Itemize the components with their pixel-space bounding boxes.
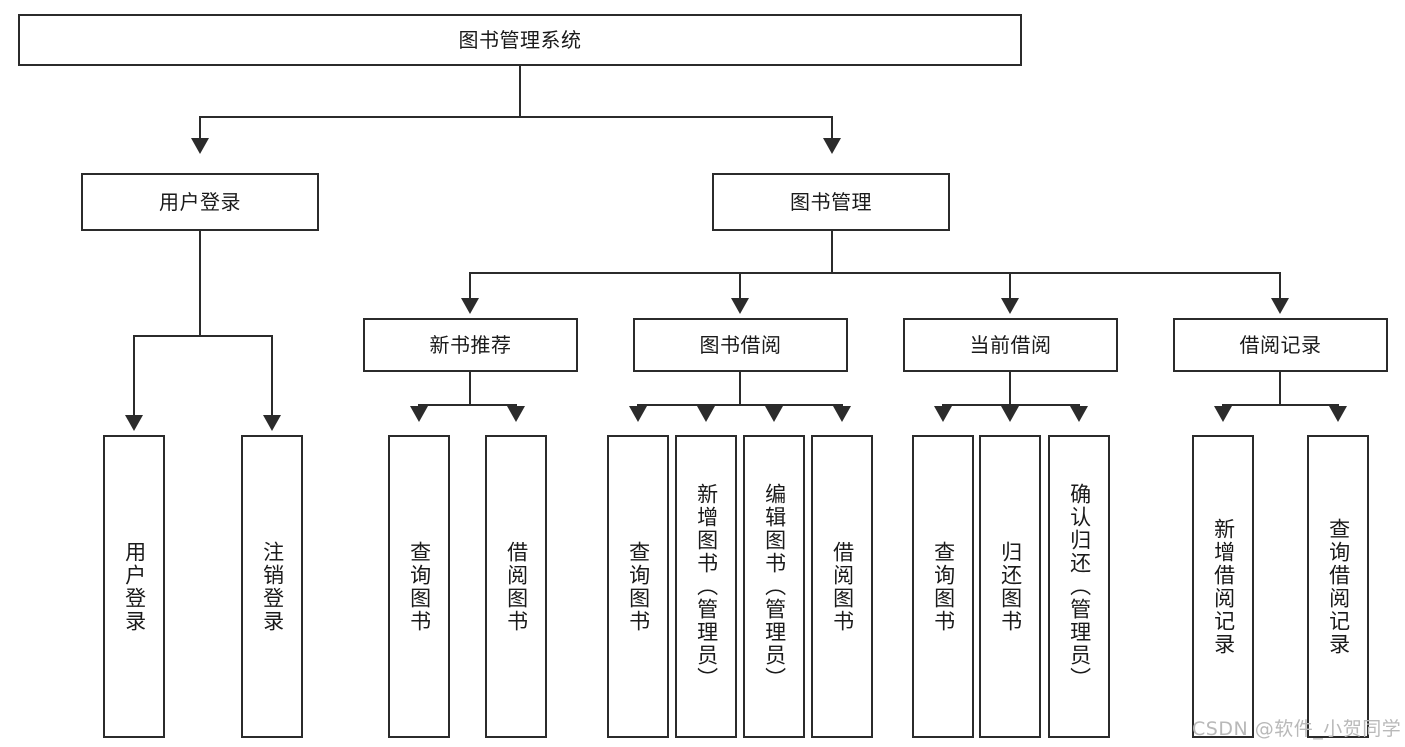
node-label: 图书管理	[790, 190, 872, 214]
arrowhead-root-to-user-login	[191, 138, 209, 154]
leaf-borrow-book-recommend[interactable]: 借阅图书	[485, 435, 547, 738]
node-label: 新增图书（管理员）	[694, 483, 719, 690]
node-label: 注销登录	[260, 540, 285, 633]
arrowhead-root-to-book-management	[823, 138, 841, 154]
connector-book-management-bus	[469, 272, 1281, 274]
arrowhead-cb-leaf-1	[934, 406, 952, 422]
arrowhead-bb-leaf-1	[629, 406, 647, 422]
arrowhead-bb-leaf-3	[765, 406, 783, 422]
leaf-user-login[interactable]: 用户登录	[103, 435, 165, 738]
node-label: 确认归还（管理员）	[1067, 483, 1092, 690]
arrowhead-bb-leaf-4	[833, 406, 851, 422]
connector-root-to-book-management	[831, 116, 833, 140]
arrowhead-cb-leaf-2	[1001, 406, 1019, 422]
connector-root-bus	[199, 116, 833, 118]
arrowhead-bm-to-borrow-record	[1271, 298, 1289, 314]
node-label: 借阅图书	[504, 540, 529, 633]
connector-book-borrow-stem	[739, 372, 741, 405]
node-current-borrow[interactable]: 当前借阅	[903, 318, 1118, 372]
leaf-borrow-book[interactable]: 借阅图书	[811, 435, 873, 738]
arrowhead-bm-to-current-borrow	[1001, 298, 1019, 314]
node-book-borrow[interactable]: 图书借阅	[633, 318, 848, 372]
connector-user-login-stem	[199, 231, 201, 336]
connector-bm-drop-1	[469, 272, 471, 300]
leaf-query-borrow-record[interactable]: 查询借阅记录	[1307, 435, 1369, 738]
node-label: 查询图书	[931, 540, 956, 633]
node-label: 用户登录	[159, 190, 241, 214]
leaf-return-book[interactable]: 归还图书	[979, 435, 1041, 738]
connector-current-borrow-stem	[1009, 372, 1011, 405]
arrowhead-bm-to-new-book	[461, 298, 479, 314]
node-borrow-record[interactable]: 借阅记录	[1173, 318, 1388, 372]
node-label: 图书借阅	[699, 333, 782, 357]
leaf-query-book-recommend[interactable]: 查询图书	[388, 435, 450, 738]
connector-book-borrow-bus	[637, 404, 843, 406]
connector-book-management-stem	[831, 231, 833, 273]
leaf-edit-book-admin[interactable]: 编辑图书（管理员）	[743, 435, 805, 738]
connector-new-book-stem	[469, 372, 471, 405]
connector-root-stem	[519, 66, 521, 117]
connector-current-borrow-bus	[942, 404, 1080, 406]
arrowhead-br-leaf-2	[1329, 406, 1347, 422]
node-label: 借阅图书	[830, 540, 855, 633]
leaf-query-book-current[interactable]: 查询图书	[912, 435, 974, 738]
connector-root-to-user-login	[199, 116, 201, 140]
arrowhead-user-login-leaf-2	[263, 415, 281, 431]
connector-bm-drop-3	[1009, 272, 1011, 300]
arrowhead-new-book-leaf-2	[507, 406, 525, 422]
leaf-add-book-admin[interactable]: 新增图书（管理员）	[675, 435, 737, 738]
leaf-logout[interactable]: 注销登录	[241, 435, 303, 738]
arrowhead-br-leaf-1	[1214, 406, 1232, 422]
arrowhead-bm-to-book-borrow	[731, 298, 749, 314]
node-label: 查询图书	[407, 540, 432, 633]
node-new-book-recommend[interactable]: 新书推荐	[363, 318, 578, 372]
leaf-confirm-return-admin[interactable]: 确认归还（管理员）	[1048, 435, 1110, 738]
arrowhead-new-book-leaf-1	[410, 406, 428, 422]
leaf-add-borrow-record[interactable]: 新增借阅记录	[1192, 435, 1254, 738]
connector-borrow-record-bus	[1222, 404, 1339, 406]
arrowhead-bb-leaf-2	[697, 406, 715, 422]
connector-user-login-drop-1	[133, 335, 135, 417]
node-root-book-management-system[interactable]: 图书管理系统	[18, 14, 1022, 66]
connector-user-login-drop-2	[271, 335, 273, 417]
node-label: 归还图书	[998, 540, 1023, 633]
node-label: 借阅记录	[1239, 333, 1322, 357]
node-label: 查询借阅记录	[1326, 517, 1351, 656]
node-label: 查询图书	[626, 540, 651, 633]
connector-bm-drop-4	[1279, 272, 1281, 300]
connector-user-login-bus	[133, 335, 273, 337]
node-label: 图书管理系统	[458, 28, 582, 52]
leaf-query-book-borrow[interactable]: 查询图书	[607, 435, 669, 738]
node-label: 用户登录	[122, 540, 147, 633]
node-label: 当前借阅	[969, 333, 1052, 357]
node-book-management[interactable]: 图书管理	[712, 173, 950, 231]
arrowhead-user-login-leaf-1	[125, 415, 143, 431]
node-label: 新书推荐	[429, 333, 512, 357]
node-label: 编辑图书（管理员）	[762, 483, 787, 690]
node-label: 新增借阅记录	[1211, 517, 1236, 656]
watermark-text: CSDN @软件_小贺同学	[1192, 718, 1402, 740]
connector-borrow-record-stem	[1279, 372, 1281, 405]
connector-bm-drop-2	[739, 272, 741, 300]
connector-new-book-bus	[418, 404, 517, 406]
arrowhead-cb-leaf-3	[1070, 406, 1088, 422]
node-user-login[interactable]: 用户登录	[81, 173, 319, 231]
